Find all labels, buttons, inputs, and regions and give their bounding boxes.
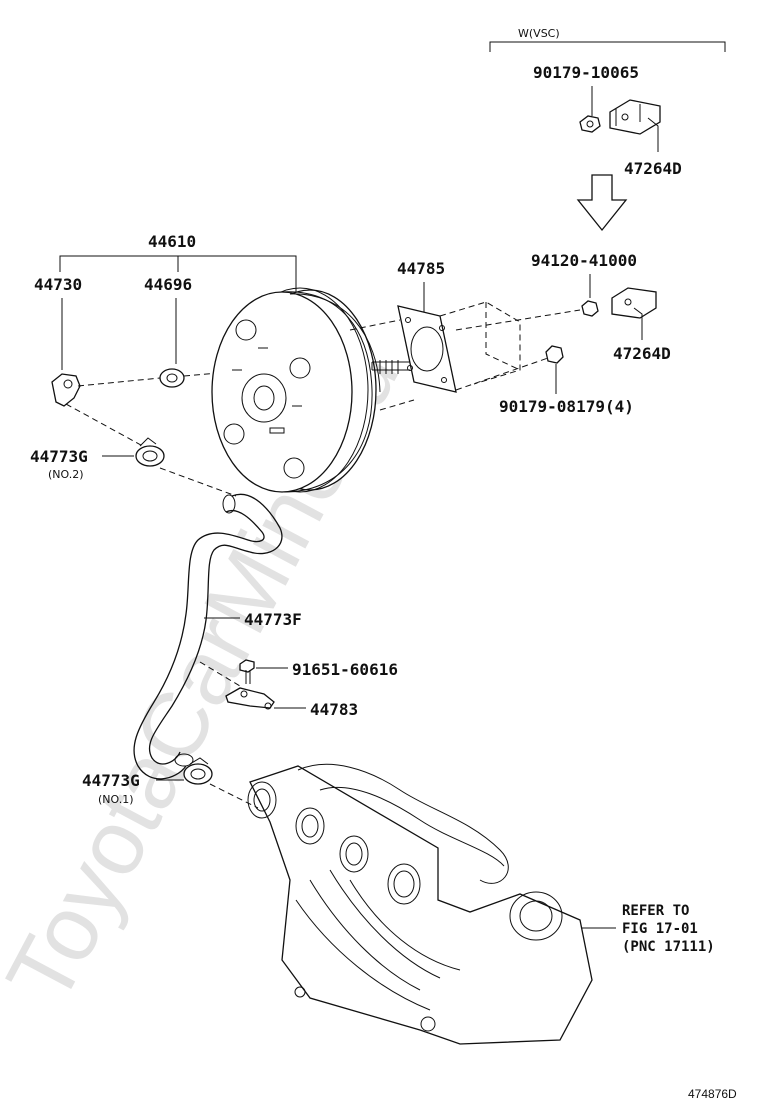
part-44773g-no1-label[interactable]: 44773G [82,771,140,790]
down-arrow-icon [576,174,628,232]
part-44783-label[interactable]: 44783 [310,700,358,719]
diagram-code: 474876D [688,1087,737,1101]
part-44696-label[interactable]: 44696 [144,275,192,294]
part-91651-60616-label[interactable]: 91651-60616 [292,660,398,679]
intake-manifold-icon [247,763,593,1045]
part-44773f-label[interactable]: 44773F [244,610,302,629]
hose-bracket-icon [225,687,275,710]
brake-booster-icon [211,287,410,493]
part-44785-label[interactable]: 44785 [397,259,445,278]
part-44610-label[interactable]: 44610 [148,232,196,251]
dashed-hose-clamp-bracket [199,661,241,687]
grommet-icon [159,368,185,388]
dashed-stud-top [349,309,581,331]
part-47264d-top-label[interactable]: 47264D [624,159,682,178]
no1-label: (NO.1) [98,793,134,806]
dashed-stud-bottom [379,357,549,411]
gasket-icon [397,305,457,393]
dashed-clamp-hose [159,467,237,497]
vsc-bracket-line [489,41,726,52]
clevis-bracket-mid-icon [611,287,657,319]
part-94120-41000-label[interactable]: 94120-41000 [531,251,637,270]
vsc-label: W(VSC) [518,27,560,40]
hose-clamp-no1-icon [183,757,213,785]
part-44730-label[interactable]: 44730 [34,275,82,294]
part-90179-08179-label[interactable]: 90179-08179(4) [499,397,634,416]
dashed-mount-box [439,301,521,385]
dashed-valve-grommet [77,377,161,387]
dashed-clamp-manifold [209,783,259,809]
clevis-bracket-icon [609,99,661,135]
part-47264d-mid-label[interactable]: 47264D [613,344,671,363]
dashed-valve-clamp [65,403,151,451]
no2-label: (NO.2) [48,468,84,481]
small-nut-icon [581,300,599,317]
hose-clamp-no2-icon [135,437,165,467]
refer-line-1: REFER TO [622,903,689,919]
check-valve-icon [51,373,81,407]
vacuum-hose-icon [133,493,283,780]
leader-47264d-mid [633,307,643,340]
refer-line-2[interactable]: FIG 17-01 [622,921,698,937]
leader-47264d-top [647,117,659,152]
part-44773g-no2-label[interactable]: 44773G [30,447,88,466]
refer-line-3: (PNC 17111) [622,939,715,955]
assembly-bracket-44610 [59,255,297,292]
part-90179-10065-label[interactable]: 90179-10065 [533,63,639,82]
nut-icon [579,115,601,133]
bolt-icon [239,659,255,684]
flange-nut-icon [545,345,564,364]
